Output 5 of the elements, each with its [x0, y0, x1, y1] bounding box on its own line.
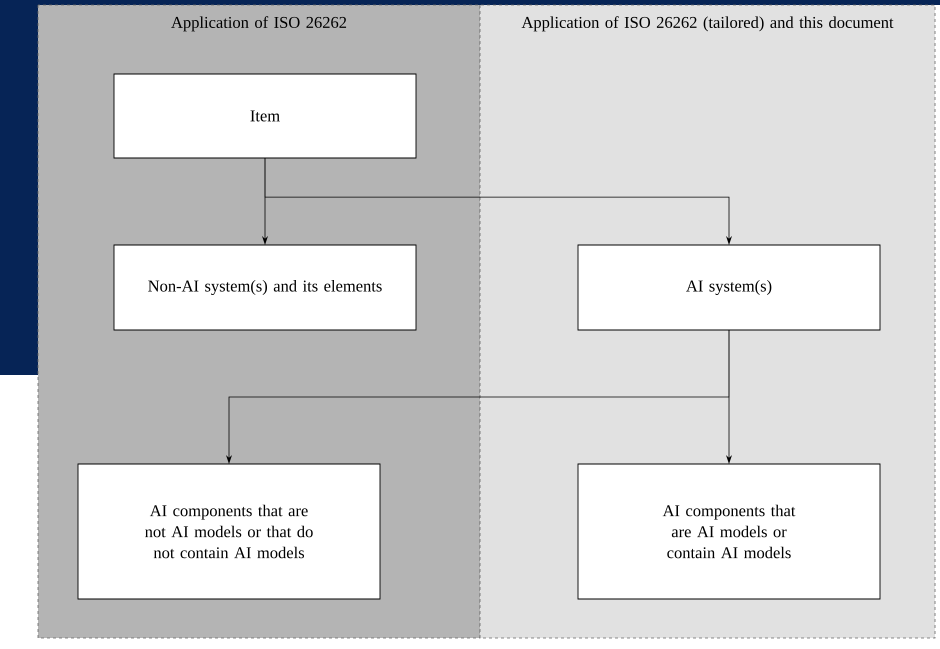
process-box: AI components that are AI models or contain AI models: [578, 464, 880, 600]
process-box: AI components that are not AI models or that do not contain AI models: [78, 464, 380, 600]
process-box: Non-AI system(s) and its elements: [114, 244, 416, 330]
process-box: Item: [114, 74, 416, 158]
process-box: AI system(s): [578, 244, 880, 330]
